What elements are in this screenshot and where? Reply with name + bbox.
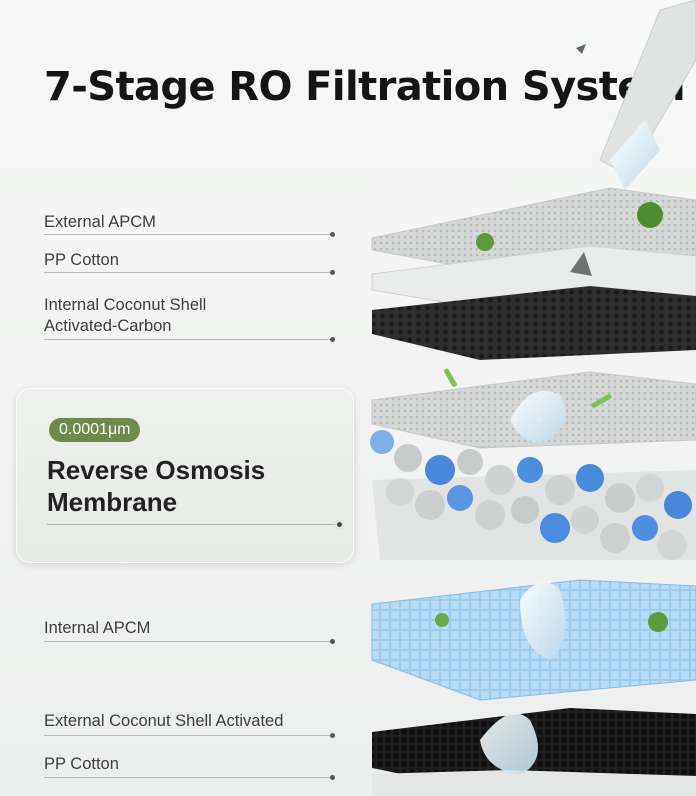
stage-external-apcm-line: [44, 232, 335, 237]
stage-pp-cotton-line: [44, 270, 335, 275]
water-splashes: [480, 390, 566, 775]
membrane-beads: [370, 430, 696, 560]
stage-external-coconut-label: External Coconut Shell Activated: [44, 712, 284, 730]
stage-coconut-carbon-label: Internal Coconut Shell Activated-Carbon: [44, 295, 206, 337]
stage-external-coconut-line: [44, 733, 335, 738]
stage-internal-apcm-label: Internal APCM: [44, 619, 151, 637]
ro-membrane-card: 0.0001μm Reverse Osmosis Membrane: [16, 388, 354, 563]
layer-coconut-carbon: [372, 286, 696, 360]
stage-coconut-carbon-line: [44, 337, 335, 342]
layer-pp-cotton-bottom: [372, 770, 696, 796]
pore-size-badge: 0.0001μm: [49, 418, 141, 442]
stage-coconut-carbon-line2: Activated-Carbon: [44, 317, 172, 335]
page-title: 7-Stage RO Filtration System: [44, 64, 686, 110]
stage-internal-apcm-line: [44, 639, 335, 644]
filter-layers-illustration: [370, 0, 696, 796]
water-pipe: [599, 0, 696, 190]
stage-external-apcm-label: External APCM: [44, 213, 156, 231]
stage-pp-cotton-bottom-line: [44, 775, 335, 780]
ro-membrane-title-line1: Reverse Osmosis: [47, 455, 266, 485]
stage-pp-cotton-label: PP Cotton: [44, 251, 119, 269]
ro-membrane-title: Reverse Osmosis Membrane: [47, 454, 265, 518]
ro-membrane-line: [47, 520, 344, 529]
contaminant-particles: [435, 44, 668, 632]
stage-pp-cotton-bottom-label: PP Cotton: [44, 755, 119, 773]
stage-coconut-carbon-line1: Internal Coconut Shell: [44, 296, 207, 314]
ro-membrane-title-line2: Membrane: [47, 487, 178, 517]
